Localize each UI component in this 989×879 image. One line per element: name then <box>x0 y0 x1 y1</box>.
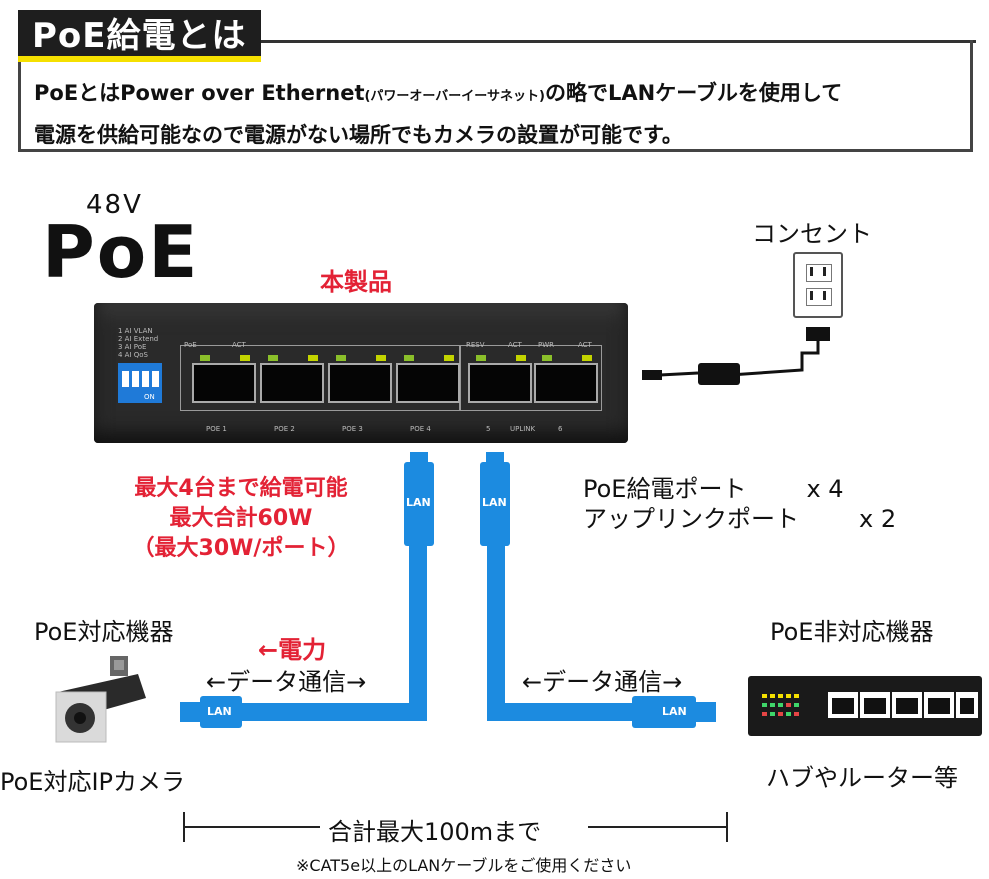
uplink-port-group <box>460 345 602 411</box>
dip-legend: 1 AI VLAN 2 AI Extend 3 AI PoE 4 AI QoS <box>118 327 159 359</box>
outlet-label: コンセント <box>752 220 872 248</box>
poe-logo: PoE <box>42 210 200 294</box>
distance-label: 合計最大100mまで <box>328 818 542 846</box>
page-title: PoE給電とは <box>18 10 261 62</box>
port-poe-4[interactable] <box>396 355 460 403</box>
port-uplink-6[interactable] <box>534 355 598 403</box>
header-description: PoEとはPower over Ethernet(パワーオーバーイーサネット)の… <box>34 74 842 154</box>
right-device-title: PoE非対応機器 <box>770 618 934 646</box>
product-label: 本製品 <box>320 268 392 296</box>
header-rule <box>18 40 976 43</box>
lan-label-1: LAN <box>406 496 431 509</box>
desc-line2: 電源を供給可能なので電源がない場所でもカメラの設置が可能です。 <box>34 123 683 147</box>
left-device-caption: PoE対応IPカメラ <box>0 768 186 796</box>
right-device-caption: ハブやルーター等 <box>766 764 958 792</box>
port-poe-3[interactable] <box>328 355 392 403</box>
distance-line-left <box>184 826 320 828</box>
desc-line1-small: (パワーオーバーイーサネット) <box>364 89 545 104</box>
data-arrow-right: ←データ通信→ <box>522 668 683 696</box>
voltage-label: 48V <box>86 190 143 220</box>
desc-line1-b: の略でLANケーブルを使用して <box>544 81 843 105</box>
desc-line1-a: PoEとはPower over Ethernet <box>34 81 365 105</box>
power-arrow-label: ←電力 <box>258 636 327 664</box>
power-adapter-icon <box>642 327 830 385</box>
port-poe-1[interactable] <box>192 355 256 403</box>
lan-label-4: LAN <box>662 705 687 718</box>
lan-label-3: LAN <box>207 705 232 718</box>
port-poe-2[interactable] <box>260 355 324 403</box>
distance-end-tick <box>726 812 728 842</box>
power-info: 最大4台まで給電可能 最大合計60W （最大30W/ポート） <box>132 476 350 561</box>
port-uplink-5[interactable] <box>468 355 532 403</box>
footnote: ※CAT5e以上のLANケーブルをご使用ください <box>296 856 632 875</box>
left-device-title: PoE対応機器 <box>34 618 174 646</box>
camera-icon <box>55 656 146 743</box>
lan-label-2: LAN <box>482 496 507 509</box>
distance-line-right <box>588 826 726 828</box>
dip-switch[interactable]: ON <box>118 363 162 403</box>
poe-switch: 1 AI VLAN 2 AI Extend 3 AI PoE 4 AI QoS … <box>94 303 628 443</box>
wall-outlet-icon <box>793 252 843 318</box>
header-box <box>18 40 973 152</box>
data-arrow-left: ←データ通信→ <box>206 668 367 696</box>
network-hub-icon <box>748 676 982 736</box>
